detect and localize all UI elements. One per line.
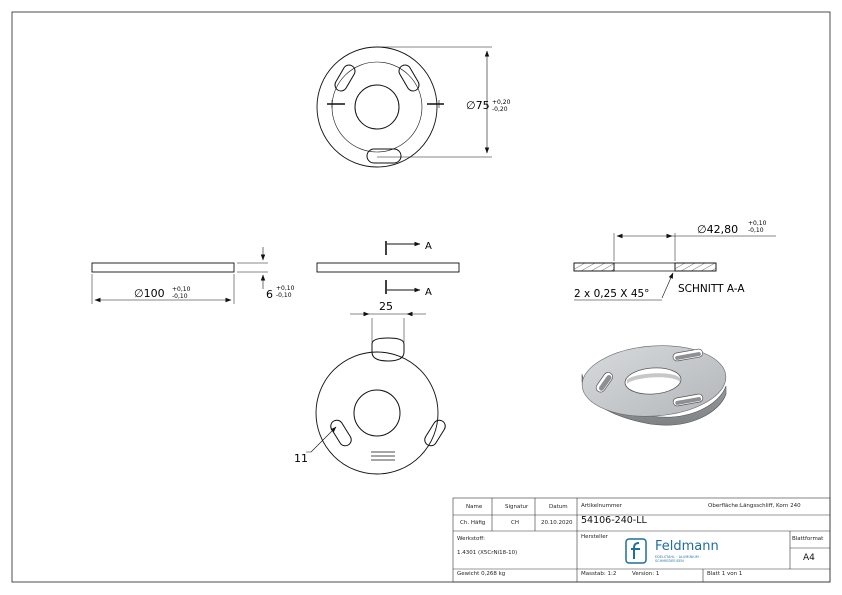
dim-75-tol-minus: -0,20	[492, 106, 508, 113]
section-marker-upper: A	[425, 241, 432, 252]
section-right-hatch	[674, 262, 717, 272]
top-slot-bottom	[366, 148, 402, 164]
feldmann-logo: Feldmann EDELSTAHL · ALUMINIUM · SCHMIED…	[625, 538, 725, 564]
dim-42-tol-plus: +0,10	[748, 220, 767, 227]
dim-6-tol-plus: +0,10	[276, 285, 295, 292]
manufacturer-label: Hersteller	[581, 534, 608, 540]
side-view-middle	[316, 241, 460, 294]
top-slot-right	[398, 64, 420, 92]
name-value: Ch. Häfig	[460, 520, 486, 526]
surface-label: Oberfläche:	[708, 503, 741, 509]
title-block-grid	[452, 497, 831, 583]
material-value: 1.4301 (X5CrNi18-10)	[457, 550, 518, 556]
logo-subtext: EDELSTAHL · ALUMINIUM · SCHMIEDEEISEN	[655, 555, 702, 563]
dim-100-label: ∅100	[134, 287, 165, 300]
dim-42-tol-minus: -0,10	[748, 227, 764, 234]
top-inner-hole	[354, 84, 400, 130]
side-middle-plate	[316, 262, 460, 273]
drawing-frame	[11, 11, 831, 583]
dim-75-label: ∅75	[466, 99, 490, 112]
article-number-label: Artikelnummer	[581, 503, 622, 509]
sheet-number: Blatt 1 von 1	[707, 571, 743, 577]
dim-75-tol-plus: +0,20	[492, 99, 511, 106]
col-date-header: Datum	[549, 504, 568, 510]
bottom-outer-circle	[315, 351, 439, 475]
dim-25-label: 25	[379, 300, 393, 313]
weight: Gewicht 0,268 kg	[457, 571, 506, 577]
chamfer-label: 2 x 0,25 X 45°	[574, 288, 649, 300]
sheet-format-label: Blattformat	[792, 536, 824, 542]
section-view	[573, 233, 776, 301]
dim-11-leader	[310, 426, 337, 453]
dim-42-label: ∅42,80	[697, 223, 738, 236]
signature-value: CH	[511, 520, 519, 526]
surface-value: Längsschliff, Korn 240	[740, 503, 801, 509]
scale: Masstab: 1:2	[581, 571, 617, 577]
f-logo-icon	[625, 538, 647, 564]
iso-view	[581, 345, 727, 426]
chamfer-leader	[661, 272, 674, 299]
top-view	[316, 46, 492, 168]
bottom-inner-hole	[353, 389, 401, 437]
dim-100-tol-plus: +0,10	[172, 286, 191, 293]
col-signature-header: Signatur	[505, 504, 529, 510]
version: Version: 1	[632, 571, 660, 577]
col-name-header: Name	[466, 504, 483, 510]
dim-11-label: 11	[294, 452, 308, 465]
side-left-plate	[91, 262, 235, 273]
bottom-view	[306, 311, 446, 475]
top-bolt-circle	[331, 61, 423, 153]
section-left-hatch	[573, 262, 615, 272]
section-title: SCHNITT A-A	[678, 283, 745, 295]
bottom-slot-left	[330, 419, 352, 447]
dim-6-label: 6	[266, 288, 273, 301]
title-block: Name Signatur Datum Ch. Häfig CH 20.10.2…	[453, 498, 830, 582]
dim-6-tol-minus: -0,10	[276, 292, 292, 299]
article-number: 54106-240-LL	[581, 515, 647, 526]
dim-100-tol-minus: -0,10	[172, 293, 188, 300]
bottom-slot-right	[424, 419, 446, 447]
material-label: Werkstoff:	[457, 536, 485, 542]
logo-text: Feldmann	[655, 539, 719, 554]
sheet-format-value: A4	[803, 553, 815, 563]
side-view-left	[91, 247, 268, 304]
top-slot-left	[334, 64, 356, 92]
bottom-slot-top-shape	[371, 337, 405, 362]
date-value: 20.10.2020	[541, 520, 573, 526]
section-marker-lower: A	[425, 287, 432, 298]
